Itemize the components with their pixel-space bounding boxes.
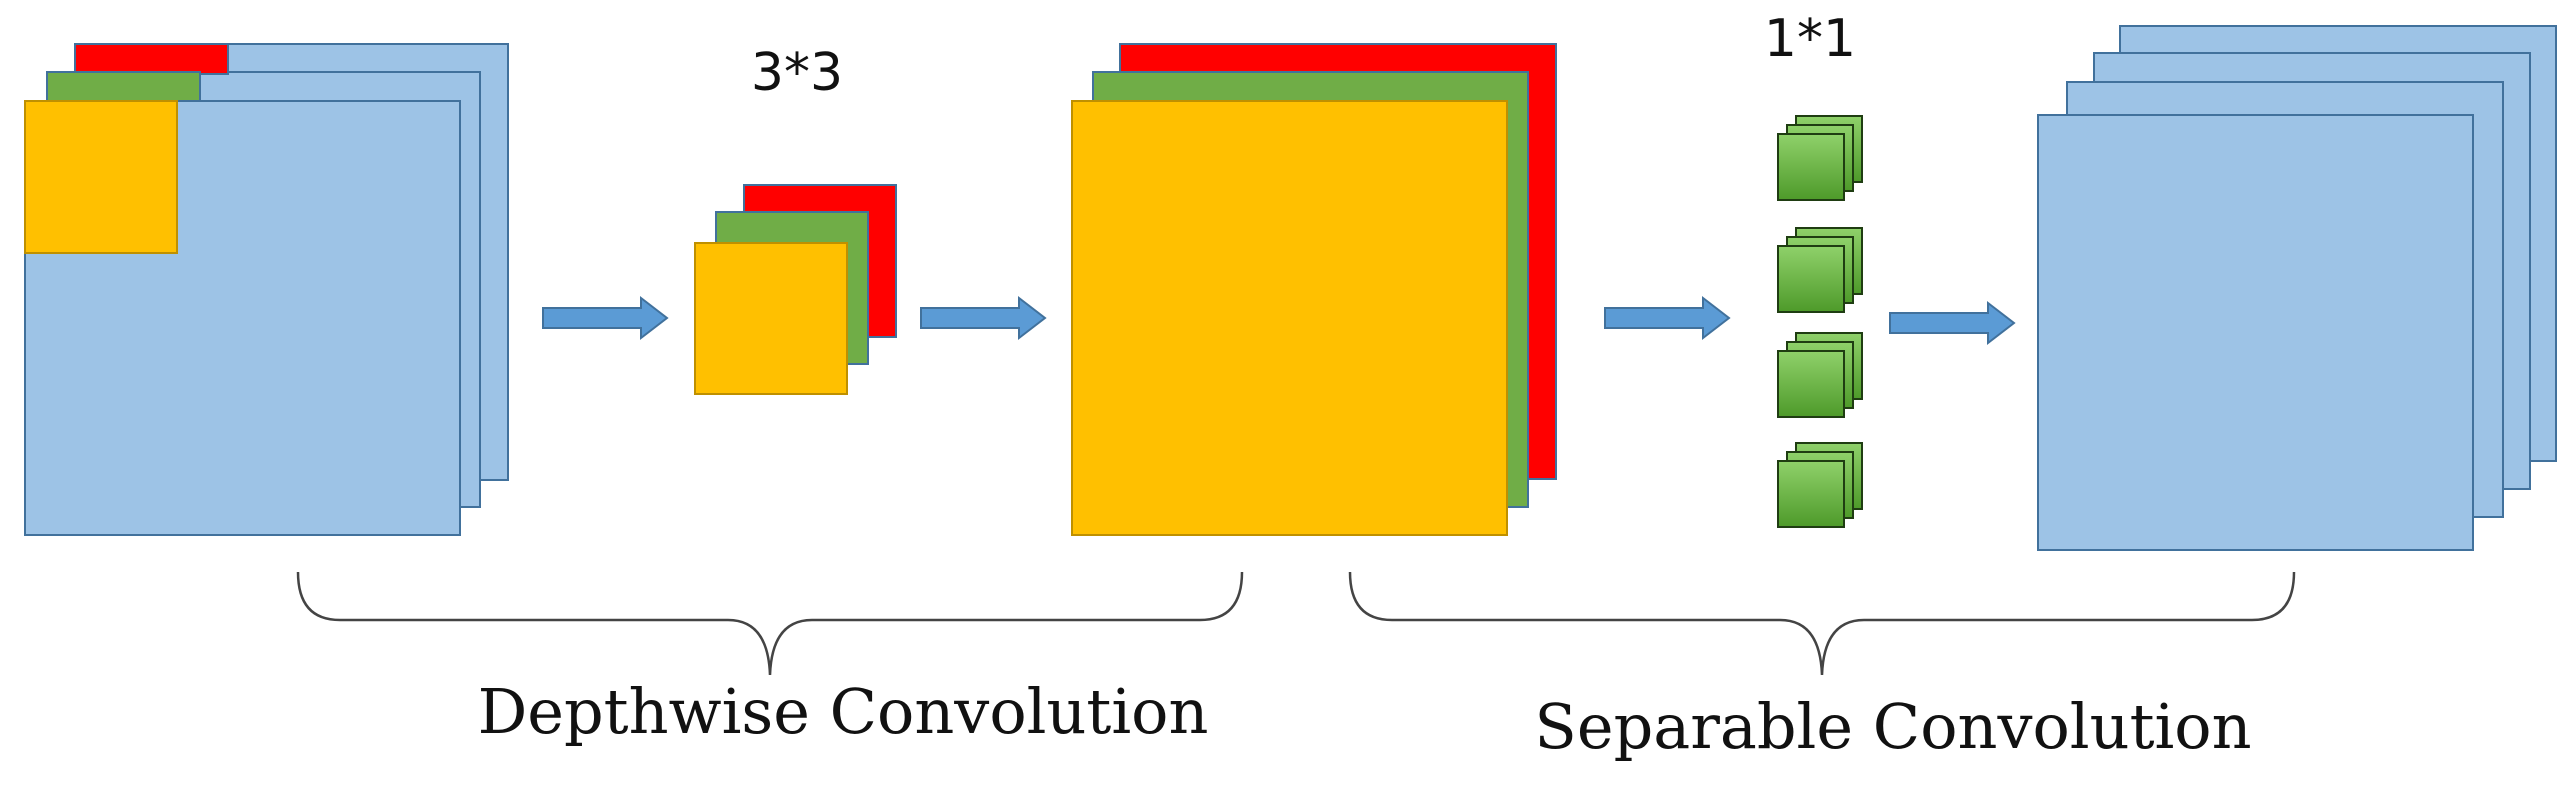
pointwise-kernel-label: 1*1: [1764, 9, 1856, 69]
arrow-kernel-to-depthwise-output: [920, 295, 1047, 341]
depthwise-kernel-stack: [694, 184, 897, 395]
separable-caption: Separable Convolution: [1534, 690, 2251, 763]
pointwise-kernel-stack: [1777, 227, 1863, 313]
pointwise-kernel-stack: [1777, 442, 1863, 528]
input-kernel-red: [74, 43, 229, 75]
input-kernel-yellow: [24, 100, 178, 254]
depthwise-kernel-label: 3*3: [751, 43, 843, 103]
pointwise-kernel-group: [1777, 115, 1863, 528]
pointwise-kernel-layer: [1777, 460, 1845, 528]
depthwise-output-stack: [1071, 43, 1557, 536]
pointwise-kernel-stack: [1777, 332, 1863, 418]
depthwise-output-yellow: [1071, 100, 1508, 536]
pointwise-kernel-layer: [1777, 245, 1845, 313]
pointwise-kernel-layer: [1777, 350, 1845, 418]
input-kernel-green: [46, 71, 201, 103]
output-feature-map-stack: [2037, 25, 2557, 551]
pointwise-kernel-layer: [1777, 133, 1845, 201]
arrow-depthwise-output-to-pointwise: [1604, 295, 1731, 341]
pointwise-kernel-stack: [1777, 115, 1863, 201]
arrow-input-to-kernel: [542, 295, 669, 341]
separable-brace: [1348, 571, 2296, 676]
arrow-pointwise-to-output: [1889, 300, 2016, 346]
depthwise-caption: Depthwise Convolution: [478, 675, 1209, 748]
input-feature-map-stack: [24, 43, 509, 536]
output-channel-4: [2037, 114, 2474, 551]
depthwise-brace: [296, 571, 1244, 676]
depthwise-kernel-yellow: [694, 242, 848, 395]
